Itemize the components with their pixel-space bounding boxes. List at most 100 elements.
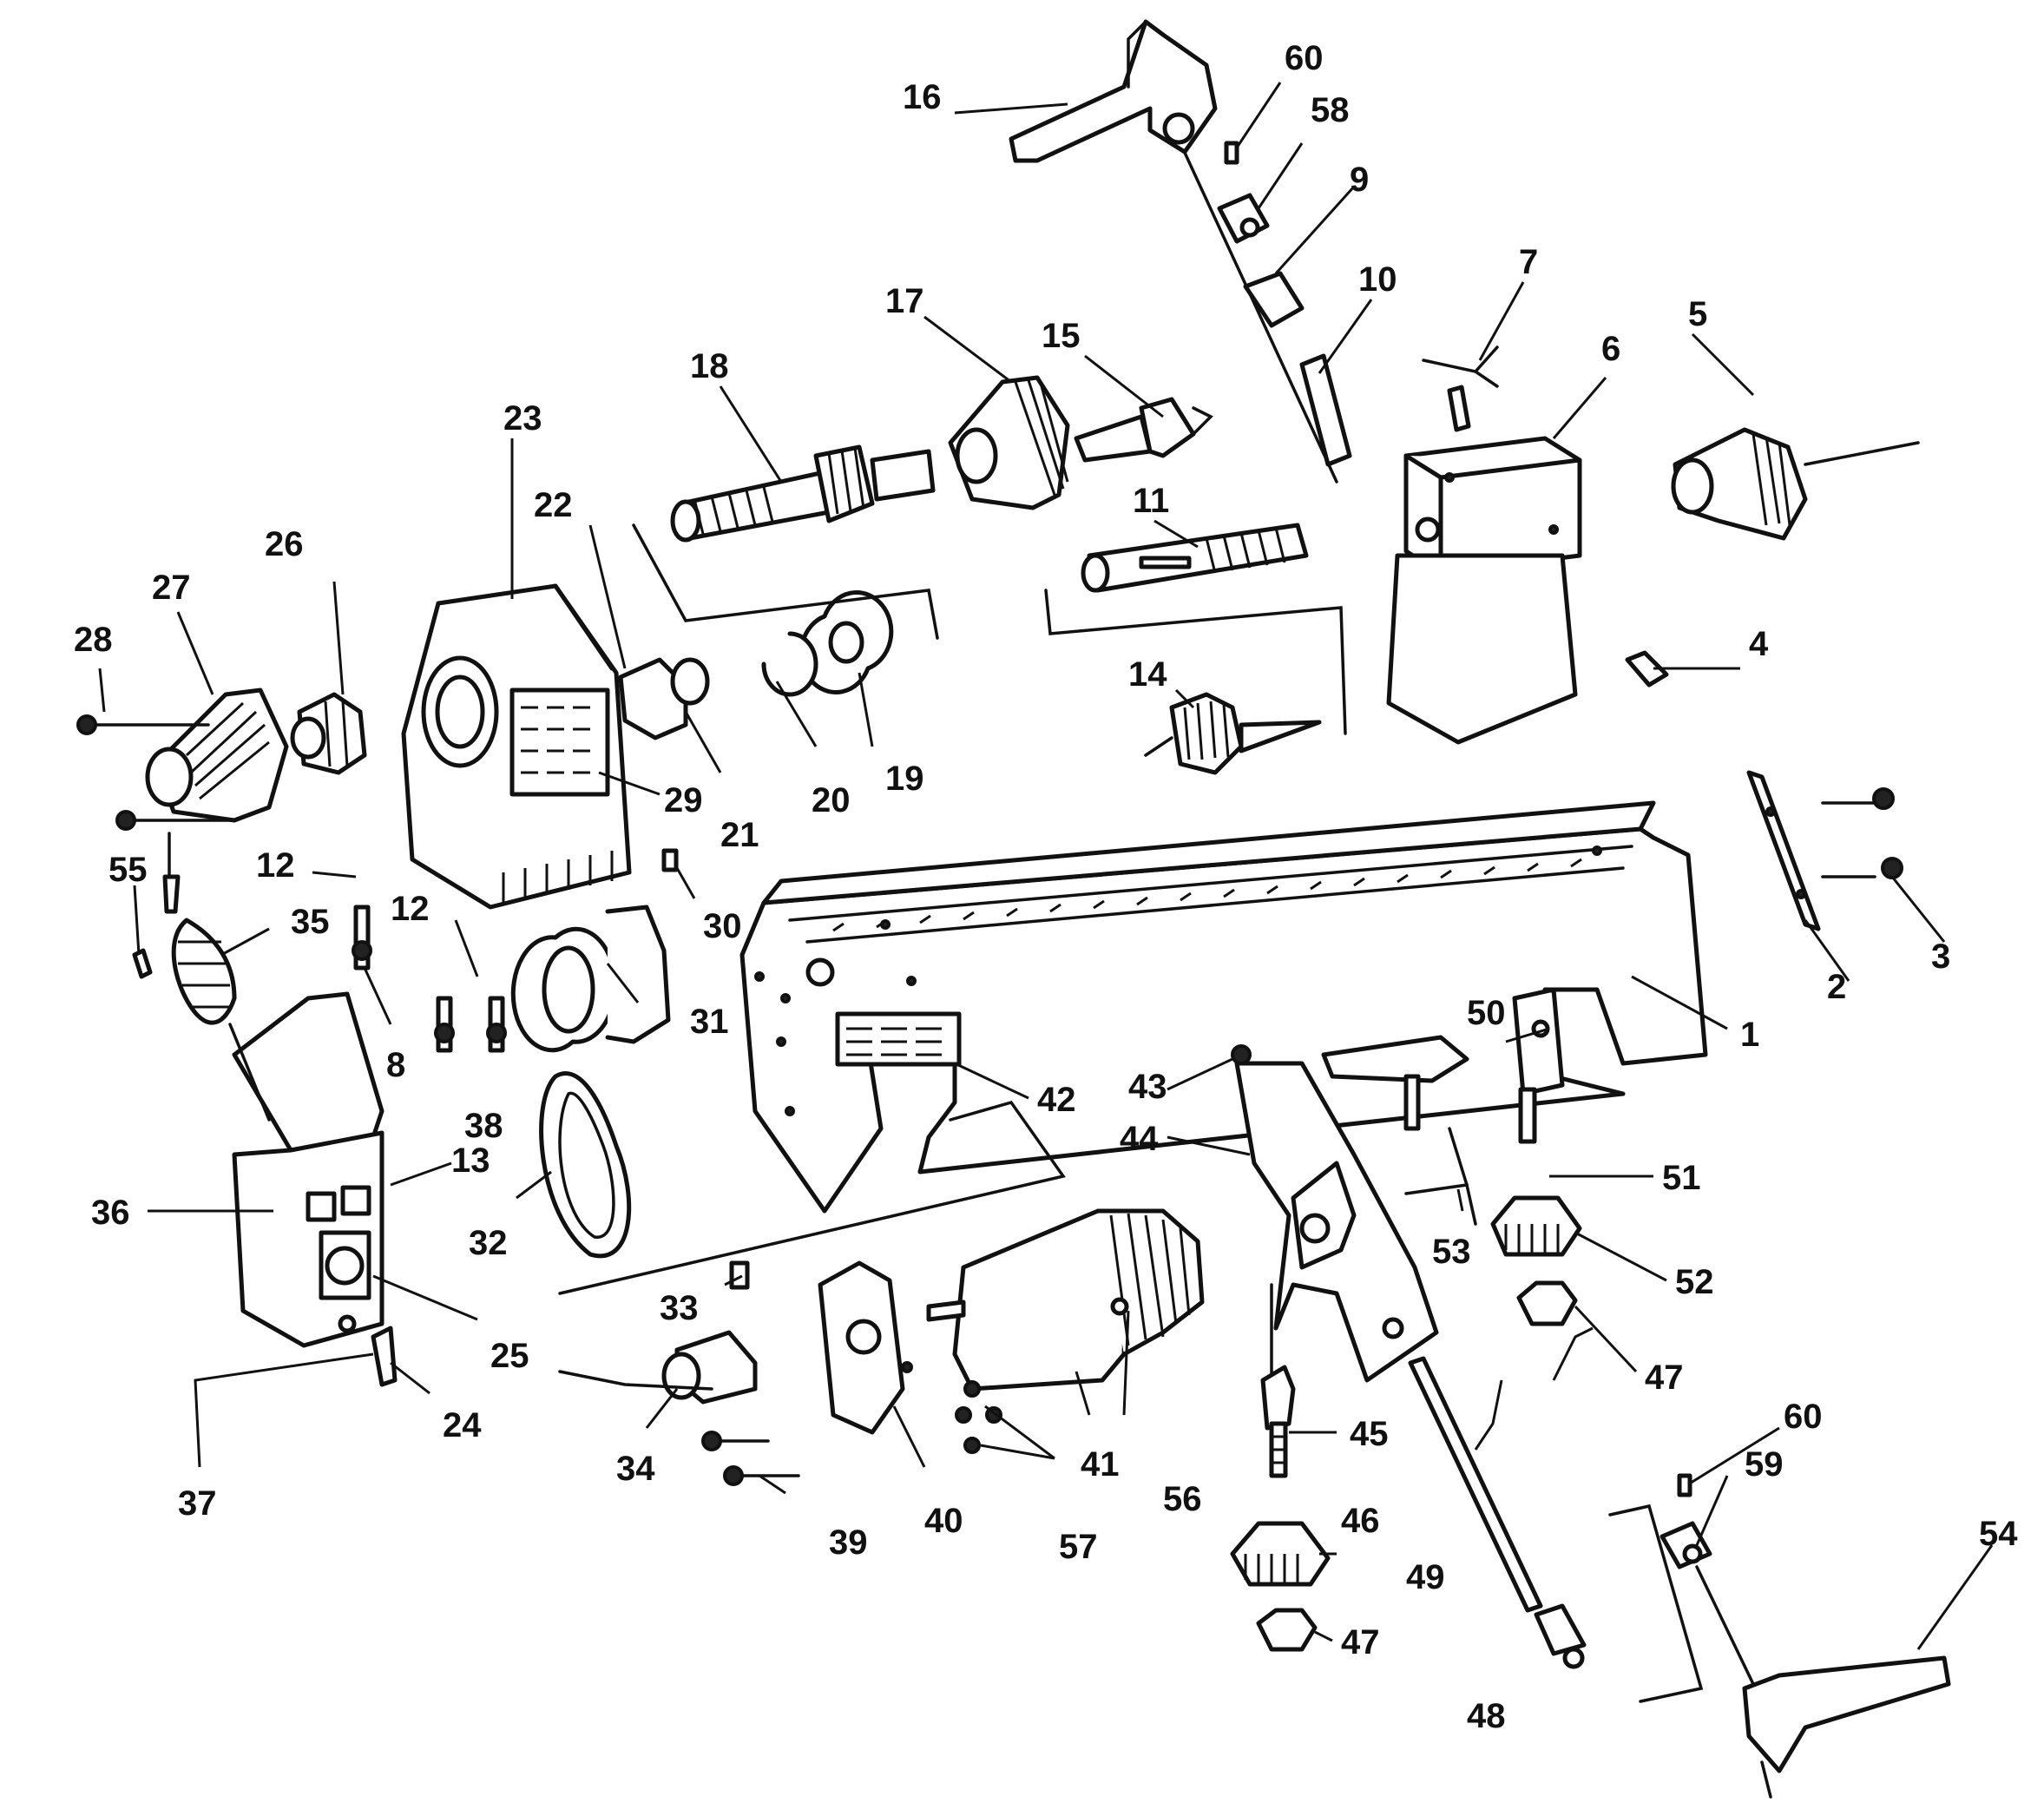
part-drive-belt <box>539 1071 632 1259</box>
callout-47a: 47 <box>1341 1623 1380 1661</box>
callout-30: 30 <box>703 907 742 945</box>
callout-55: 55 <box>108 851 148 889</box>
part-pulley-ring <box>618 657 710 740</box>
callout-9: 9 <box>1350 161 1369 199</box>
callout-18: 18 <box>690 347 729 385</box>
part-tailstock-quill <box>1081 523 1309 593</box>
callout-10: 10 <box>1358 260 1397 299</box>
callout-13: 13 <box>451 1142 490 1180</box>
part-headstock-spindle <box>670 444 936 543</box>
callout-31: 31 <box>690 1003 729 1041</box>
part-bearing-snap-ring <box>761 590 894 697</box>
part-faceplate <box>948 375 1070 510</box>
part-tailstock-handwheel <box>1671 427 1920 541</box>
callout-42: 42 <box>1037 1081 1076 1119</box>
callout-8: 8 <box>386 1046 405 1084</box>
callout-29: 29 <box>664 781 703 819</box>
callout-34: 34 <box>616 1450 655 1488</box>
callout-52: 52 <box>1675 1263 1714 1301</box>
callout-labels: 1 2 3 4 5 6 7 8 9 10 11 12 12 13 14 15 1… <box>74 39 2018 1735</box>
part-handle-lower <box>1660 1473 1951 1799</box>
callout-41: 41 <box>1081 1445 1120 1484</box>
callout-15: 15 <box>1042 317 1081 355</box>
callout-45: 45 <box>1350 1415 1389 1453</box>
callout-23: 23 <box>503 399 542 438</box>
part-spindle-lock-assembly <box>1179 141 1352 484</box>
callout-26: 26 <box>265 525 304 563</box>
callout-37: 37 <box>178 1484 217 1523</box>
callout-40: 40 <box>924 1502 963 1540</box>
callout-56: 56 <box>1163 1480 1202 1518</box>
part-headstock <box>401 583 632 910</box>
part-motor <box>926 1208 1205 1392</box>
callout-39: 39 <box>829 1523 868 1562</box>
callout-7: 7 <box>1519 243 1538 281</box>
callout-60b: 60 <box>1784 1398 1823 1436</box>
callout-57: 57 <box>1059 1528 1098 1566</box>
part-cover-screws <box>76 714 232 831</box>
part-spur-center <box>1074 397 1213 463</box>
part-pulley-cover <box>145 688 289 823</box>
part-motor-mount <box>701 1260 913 1486</box>
callout-17: 17 <box>885 282 924 320</box>
callout-14: 14 <box>1128 655 1167 694</box>
part-tool-rest-lock-handle <box>1404 1127 1477 1226</box>
callout-53: 53 <box>1432 1233 1471 1271</box>
part-plate-screws <box>1821 787 1903 879</box>
part-tool-rest-rod <box>1408 1356 1587 1669</box>
callout-25: 25 <box>490 1337 529 1375</box>
callout-20: 20 <box>812 781 851 819</box>
callout-27: 27 <box>152 569 191 607</box>
callout-51: 51 <box>1662 1159 1701 1197</box>
callout-24: 24 <box>443 1406 482 1444</box>
part-tool-rest-base <box>1230 1044 1439 1652</box>
part-screws <box>352 905 507 1053</box>
callout-5: 5 <box>1688 295 1707 333</box>
callout-6: 6 <box>1601 330 1620 368</box>
callout-48: 48 <box>1467 1697 1506 1735</box>
callout-12a: 12 <box>256 846 295 885</box>
callout-43: 43 <box>1128 1068 1167 1106</box>
callout-54: 54 <box>1979 1515 2018 1553</box>
callout-4: 4 <box>1749 625 1769 663</box>
callout-1: 1 <box>1740 1016 1759 1054</box>
callout-2: 2 <box>1827 968 1846 1006</box>
callout-21: 21 <box>720 816 759 854</box>
callout-28: 28 <box>74 621 113 659</box>
part-tailstock <box>1386 436 1582 745</box>
callout-12b: 12 <box>391 890 430 928</box>
part-handle-upper <box>1009 19 1218 163</box>
callout-35: 35 <box>291 903 330 941</box>
part-power-cord <box>132 832 271 1122</box>
assembly-brackets <box>558 523 1704 1703</box>
part-tailstock-lock-handle <box>1422 345 1499 432</box>
part-motor-shaft-parts <box>661 1260 758 1405</box>
callout-58: 58 <box>1311 91 1350 129</box>
part-live-center <box>1144 692 1322 775</box>
callout-11: 11 <box>1133 482 1169 520</box>
callout-19: 19 <box>885 760 924 798</box>
callout-60a: 60 <box>1285 39 1324 77</box>
callout-22: 22 <box>534 486 573 524</box>
callout-50: 50 <box>1467 994 1506 1032</box>
callout-33: 33 <box>660 1289 699 1327</box>
part-motor-screws <box>955 1380 1002 1454</box>
callout-3: 3 <box>1931 938 1950 976</box>
callout-38: 38 <box>464 1107 503 1145</box>
callout-44: 44 <box>1120 1120 1159 1158</box>
callout-36: 36 <box>91 1194 130 1232</box>
part-switch-box <box>232 991 398 1387</box>
callout-49: 49 <box>1406 1558 1445 1596</box>
part-end-plate <box>1746 770 1821 931</box>
callout-32: 32 <box>469 1224 508 1262</box>
part-drive-pulley <box>510 848 679 1053</box>
callout-16: 16 <box>903 78 942 116</box>
callout-59: 59 <box>1745 1445 1784 1484</box>
part-tool-rest <box>1321 1035 1469 1131</box>
callout-47b: 47 <box>1645 1359 1684 1397</box>
callout-46: 46 <box>1341 1502 1380 1540</box>
part-set-screw <box>1625 650 1669 688</box>
part-motor-pulley <box>290 692 367 775</box>
callout-leaders <box>98 82 1994 1650</box>
